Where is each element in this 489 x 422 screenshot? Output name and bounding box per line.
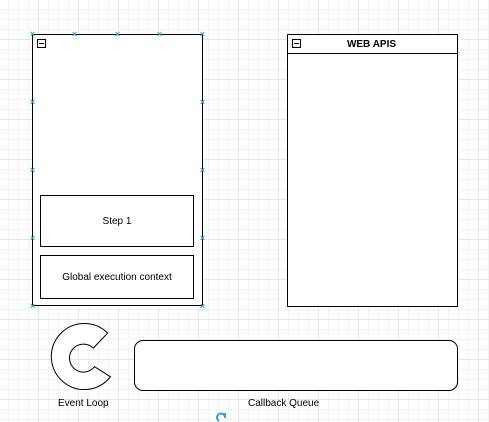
selection-handle[interactable]	[29, 99, 36, 106]
callback-queue-box[interactable]	[134, 340, 458, 391]
selection-handle[interactable]	[199, 235, 206, 242]
rotate-handle-icon[interactable]	[216, 412, 228, 422]
selection-handle[interactable]	[199, 303, 206, 310]
selection-handle[interactable]	[29, 303, 36, 310]
collapse-icon[interactable]	[292, 39, 301, 48]
selection-handle[interactable]	[199, 99, 206, 106]
selection-handle[interactable]	[114, 31, 121, 38]
web-apis-container[interactable]: WEB APIS	[287, 34, 458, 307]
stack-frame-label: Global execution context	[62, 271, 172, 283]
event-loop-arc-icon[interactable]	[48, 321, 120, 393]
callback-queue-label: Callback Queue	[248, 398, 320, 409]
web-apis-title: WEB APIS	[346, 38, 397, 50]
call-stack-container[interactable]: Step 1 Global execution context	[32, 34, 203, 306]
selection-handle[interactable]	[199, 31, 206, 38]
selection-handle[interactable]	[29, 235, 36, 242]
stack-frame-label: Step 1	[102, 215, 132, 227]
event-loop-label: Event Loop	[58, 398, 109, 409]
selection-handle[interactable]	[29, 167, 36, 174]
collapse-icon[interactable]	[37, 39, 46, 48]
selection-handle[interactable]	[199, 167, 206, 174]
stack-frame-global-execution-context[interactable]: Global execution context	[40, 255, 194, 299]
selection-handle[interactable]	[71, 31, 78, 38]
selection-handle[interactable]	[156, 31, 163, 38]
selection-handle[interactable]	[29, 31, 36, 38]
stack-frame-step-1[interactable]: Step 1	[40, 195, 194, 247]
web-apis-header: WEB APIS	[288, 35, 457, 54]
